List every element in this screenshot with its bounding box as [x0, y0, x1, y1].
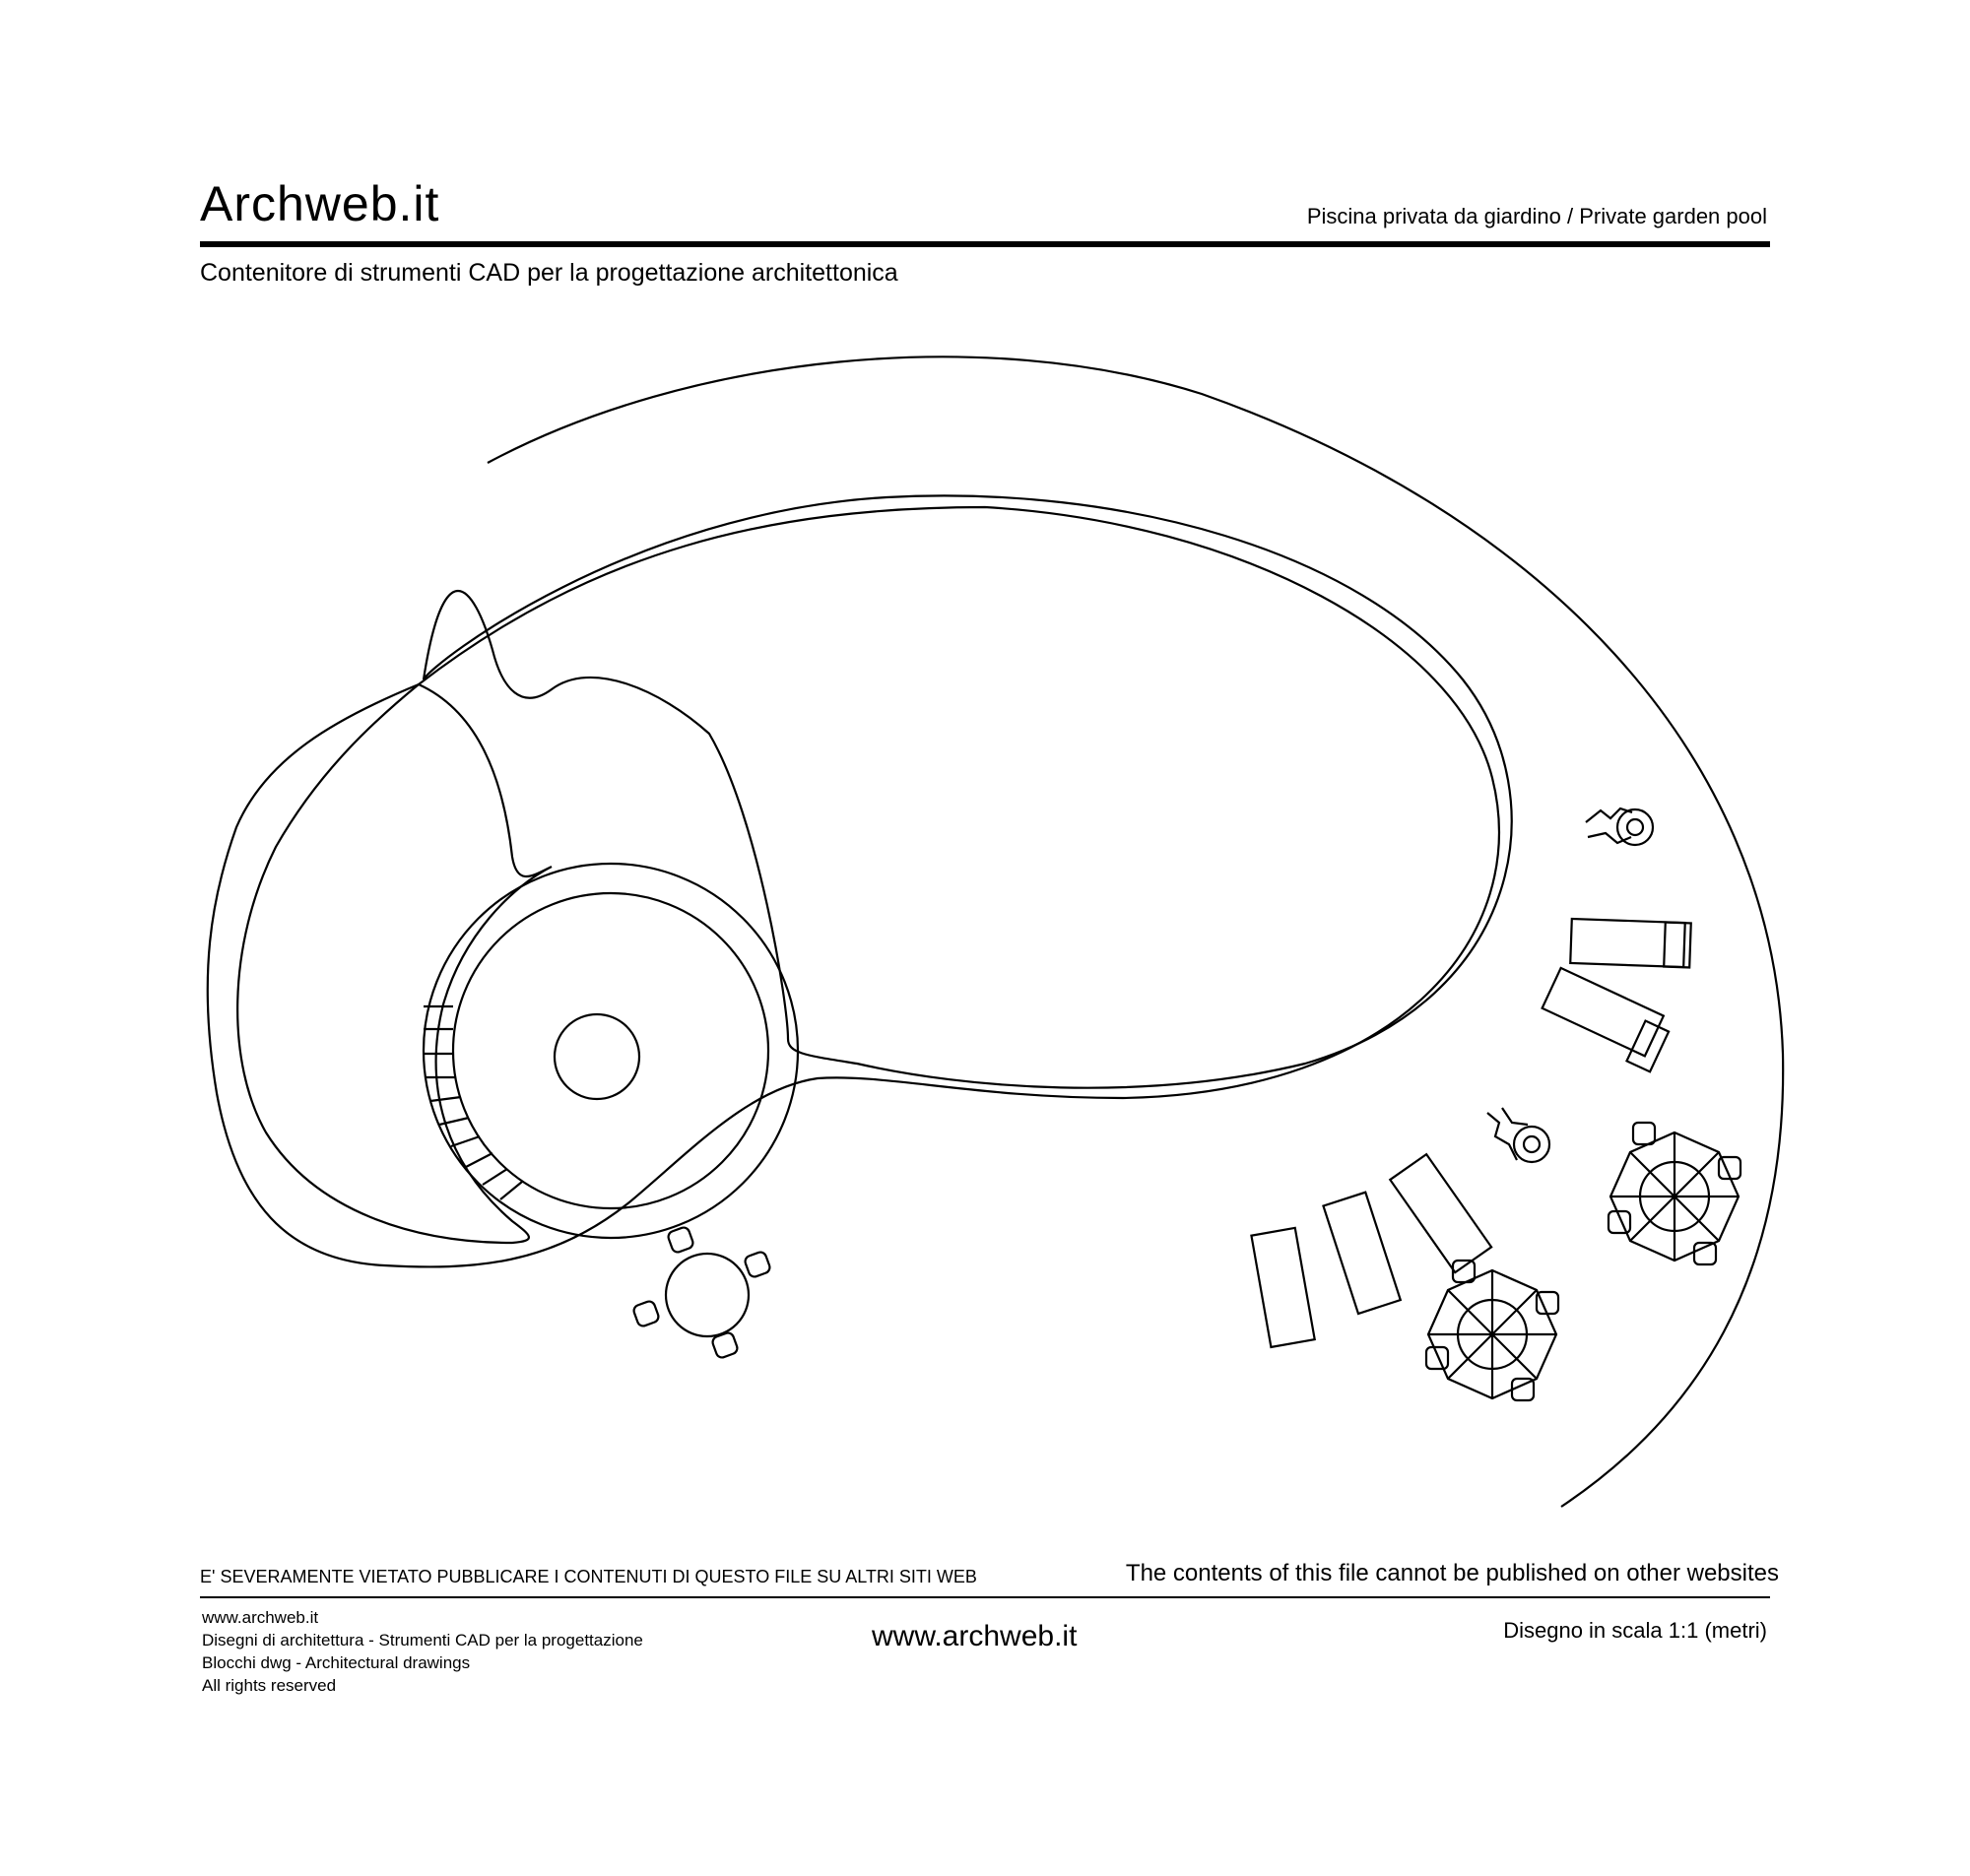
footer-url[interactable]: www.archweb.it: [872, 1620, 1078, 1652]
umbrella-table-icon: [1424, 1259, 1560, 1402]
footer-info-line: www.archweb.it: [202, 1608, 319, 1627]
footer-divider: [200, 1596, 1770, 1598]
footer-info-line: Blocchi dwg - Architectural drawings: [202, 1653, 471, 1672]
warning-english: The contents of this file cannot be publ…: [1125, 1560, 1779, 1586]
round-table-icon: [632, 1226, 771, 1359]
plant-icon: [1486, 1107, 1551, 1164]
sun-lounger-icon: [1541, 966, 1671, 1073]
footer-info-line: Disegni di architettura - Strumenti CAD …: [202, 1631, 643, 1650]
pool-outer-outline: [206, 505, 1501, 1268]
warning-italian: E' SEVERAMENTE VIETATO PUBBLICARE I CONT…: [200, 1567, 977, 1586]
pool-steps: [424, 1004, 523, 1200]
round-basin-inner: [451, 891, 770, 1210]
pool-main-basin: [422, 494, 1513, 1089]
sun-lounger-icon: [1322, 1191, 1403, 1316]
sun-lounger-icon: [1250, 1226, 1316, 1349]
scale-note: Disegno in scala 1:1 (metri): [1503, 1618, 1767, 1643]
umbrella-table-icon: [1607, 1121, 1742, 1266]
sun-lounger-icon: [1388, 1152, 1493, 1274]
footer-info-line: All rights reserved: [202, 1676, 337, 1695]
round-basin-outer: [422, 862, 800, 1240]
deck-boundary-arc: [487, 356, 1785, 1508]
plant-icon: [1585, 807, 1655, 847]
sun-lounger-icon: [1569, 917, 1692, 969]
brand-logo: Archweb.it: [200, 176, 440, 231]
subtitle: Contenitore di strumenti CAD per la prog…: [200, 259, 898, 287]
round-basin-center: [553, 1012, 641, 1101]
pool-left-lobe: [236, 682, 553, 1245]
header-divider: [200, 241, 1770, 247]
drawing-title: Piscina privata da giardino / Private ga…: [1306, 204, 1767, 228]
